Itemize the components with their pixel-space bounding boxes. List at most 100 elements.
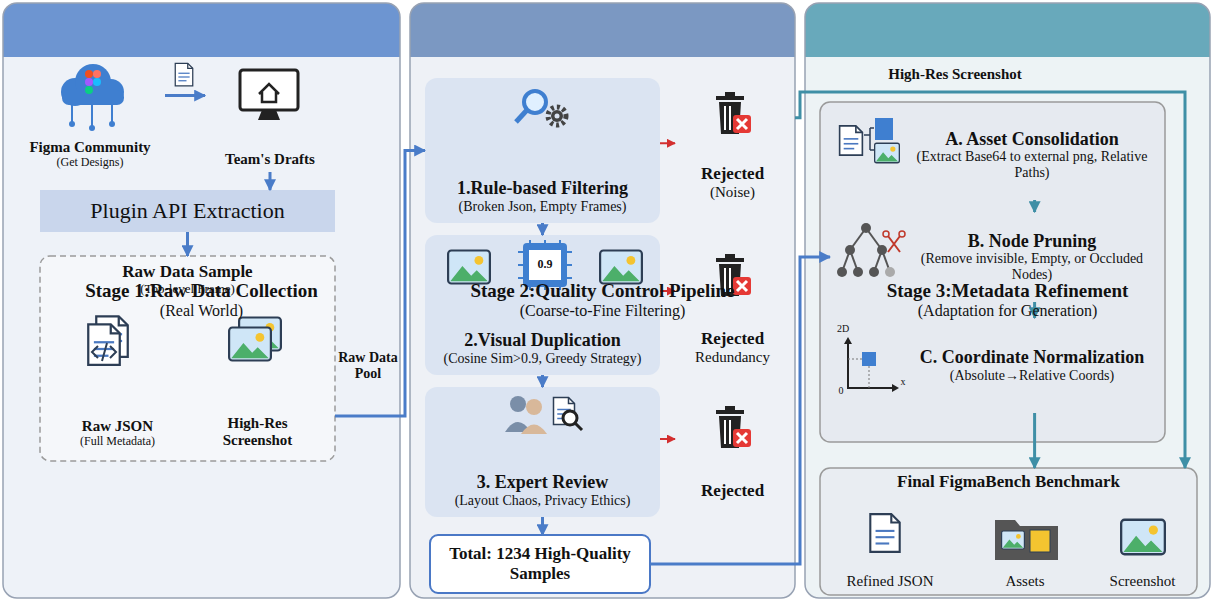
panel-fill	[410, 3, 795, 598]
box-fill	[820, 468, 1197, 595]
refinement-group-box	[820, 102, 1165, 442]
expert-review-icon	[575, 423, 582, 430]
node-title: C. Coordinate Normalization	[920, 347, 1144, 368]
node-title: Figma Community	[29, 139, 150, 156]
icon-node: Assets	[975, 510, 1075, 592]
box-fill	[40, 190, 335, 232]
expert-review-icon	[526, 399, 542, 415]
node-subtitle: (Top-level Frame)	[140, 282, 235, 297]
duplicate-check-icon	[600, 251, 642, 284]
node-subtitle: (Noise)	[710, 184, 755, 201]
asset-icon	[864, 128, 874, 150]
flow-arrow	[1033, 200, 1036, 212]
panel-header: Stage 3:Metadata Refinement(Adaptation f…	[805, 274, 1210, 328]
icon-node: Raw JSON(Full Metadata)	[55, 305, 180, 453]
node-title: Raw Data Sample	[122, 262, 252, 282]
cloud-icon	[71, 104, 73, 122]
box-fill	[425, 387, 660, 517]
panel-fill	[3, 3, 400, 598]
edge-label: High-Res Screenshot	[860, 66, 1050, 83]
box-fill	[425, 78, 660, 223]
json-file-icon	[88, 316, 128, 365]
process-box: Final FigmaBench BenchmarkRefined JSONAs…	[820, 468, 1197, 595]
node-subtitle: (Coarse-to-Fine Filtering)	[520, 302, 686, 320]
search-gear-icon	[551, 110, 563, 122]
tree-prune-icon	[883, 231, 889, 237]
stage-panel: Stage 1:Raw Data Collection(Real World)F…	[3, 3, 400, 598]
panel-fill	[3, 57, 400, 598]
cloud-icon	[85, 78, 93, 86]
node-title: Assets	[1005, 573, 1044, 590]
panel-fill	[410, 57, 795, 598]
box-fill	[425, 387, 660, 517]
tree-prune-icon	[845, 245, 855, 255]
node-subtitle: (Remove invisible, Empty, or Occluded No…	[910, 251, 1154, 283]
box-fill	[820, 468, 1197, 595]
node-subtitle: (Get Designs)	[57, 156, 124, 170]
cloud-icon	[111, 104, 113, 122]
folder-icon	[1030, 530, 1050, 552]
icon-node: RejectedRedundancy	[675, 240, 790, 370]
tree-prune-icon	[899, 231, 905, 237]
axes-icon	[844, 337, 899, 392]
folder-icon	[995, 520, 1058, 560]
flow-arrow	[541, 223, 544, 235]
tree-prune-icon	[885, 267, 895, 277]
box-fill	[40, 256, 335, 461]
flow-arrow	[165, 94, 205, 97]
node-title: Stage 3:Metadata Refinement	[887, 280, 1129, 302]
tree-prune-icon	[837, 267, 847, 277]
tree-prune-icon	[853, 267, 863, 277]
process-box: Total: 1234 High-Quality Samples	[430, 535, 650, 593]
cloud-icon	[62, 90, 124, 105]
node-title: Rejected	[701, 329, 764, 349]
node-subtitle: (Absolute→Relative Coords)	[950, 368, 1114, 384]
node-title: Screenshot	[1110, 573, 1176, 590]
box-fill	[425, 78, 660, 223]
cloud-icon	[93, 70, 101, 78]
panel-fill	[410, 57, 795, 71]
node-subtitle: Redundancy	[695, 349, 770, 366]
monitor-icon	[259, 84, 279, 102]
expert-review-icon	[563, 411, 577, 425]
node-subtitle: (Layout Chaos, Privacy Ethics)	[455, 493, 631, 509]
monitor-icon	[258, 110, 280, 120]
node-subtitle: (Cosine Sim>0.9, Greedy Strategy)	[443, 351, 641, 367]
flow-arrow	[541, 517, 544, 535]
stage-panel: Stage 2:Quality Control Pipeline(Coarse-…	[410, 3, 795, 598]
node-subtitle: (Adaptation for Generation)	[918, 302, 1097, 320]
flow-arrow	[541, 375, 544, 387]
node-title: Team's Drafts	[225, 151, 315, 168]
node-title: Plugin API Extraction	[90, 198, 284, 223]
node-subtitle: (Full Metadata)	[80, 435, 155, 449]
cloud-icon	[69, 121, 75, 127]
cloud-icon	[93, 78, 101, 86]
icon-node: Rejected	[675, 395, 790, 505]
box-fill	[430, 535, 650, 593]
axis-label: 0	[836, 385, 846, 397]
search-gear-icon	[524, 91, 546, 113]
search-gear-icon	[516, 110, 527, 122]
icon-node: C. Coordinate Normalization(Absolute→Rel…	[830, 318, 1160, 413]
stage-panel: Stage 3:Metadata Refinement(Adaptation f…	[805, 3, 1210, 598]
node-title: Stage 2:Quality Control Pipeline	[470, 280, 734, 302]
axis-label: x	[898, 376, 908, 388]
process-box: Plugin API Extraction	[40, 190, 335, 232]
node-title: Refined JSON	[846, 573, 933, 590]
cloud-icon	[61, 64, 124, 131]
folder-icon	[1002, 531, 1025, 549]
tree-prune-icon	[888, 236, 900, 252]
node-title: Total: 1234 High-Quality Samples	[438, 544, 642, 583]
cloud-icon	[91, 104, 93, 126]
box-fill	[40, 190, 335, 232]
node-title: 3. Expert Review	[477, 472, 608, 493]
asset-icon	[875, 118, 893, 140]
flow-arrow	[660, 142, 675, 144]
json-file-icon	[870, 514, 899, 552]
duplicate-check-icon	[448, 251, 490, 284]
search-gear-icon	[516, 91, 566, 125]
flow-arrow	[335, 151, 425, 416]
node-title: Rejected	[701, 481, 764, 501]
